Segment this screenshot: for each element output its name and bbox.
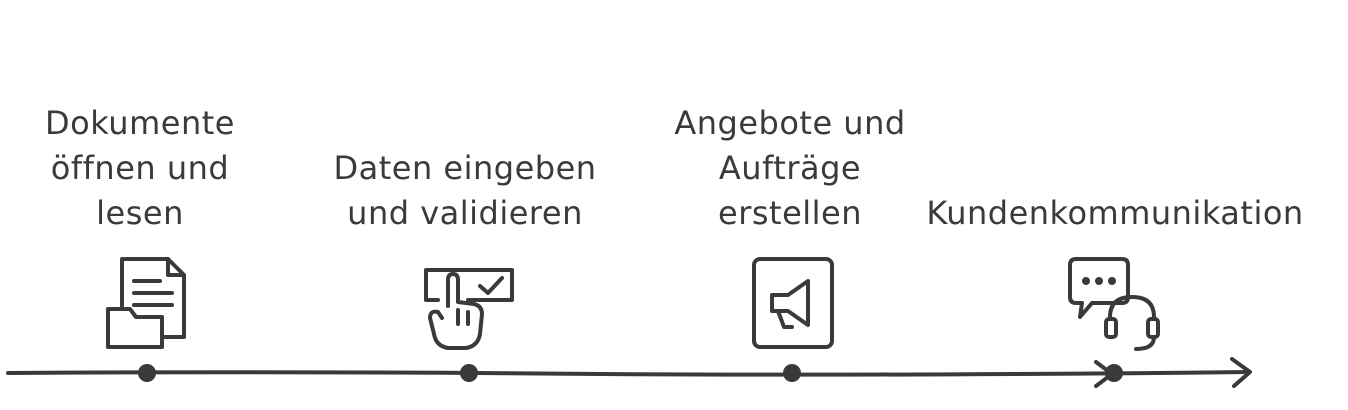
step-label-1: Dokumente öffnen und lesen: [45, 104, 235, 232]
timeline-line: [6, 370, 1250, 377]
hand-touch-checkbox-icon: [424, 268, 514, 350]
timeline-axis: [6, 357, 1252, 388]
timeline-dot-1: [138, 364, 156, 382]
megaphone-document-icon: [752, 257, 834, 349]
step-label-2: Daten eingeben und validieren: [333, 149, 597, 232]
document-folder-icon: [106, 257, 186, 349]
chat-headset-icon: [1068, 257, 1160, 351]
timeline-dot-4: [1105, 364, 1123, 382]
step-label-3: Angebote und Aufträge erstellen: [674, 104, 906, 232]
arrow-head: [1230, 357, 1252, 388]
timeline-dot-2: [460, 364, 478, 382]
timeline-dot-3: [783, 364, 801, 382]
step-label-4: Kundenkommunikation: [926, 194, 1304, 232]
